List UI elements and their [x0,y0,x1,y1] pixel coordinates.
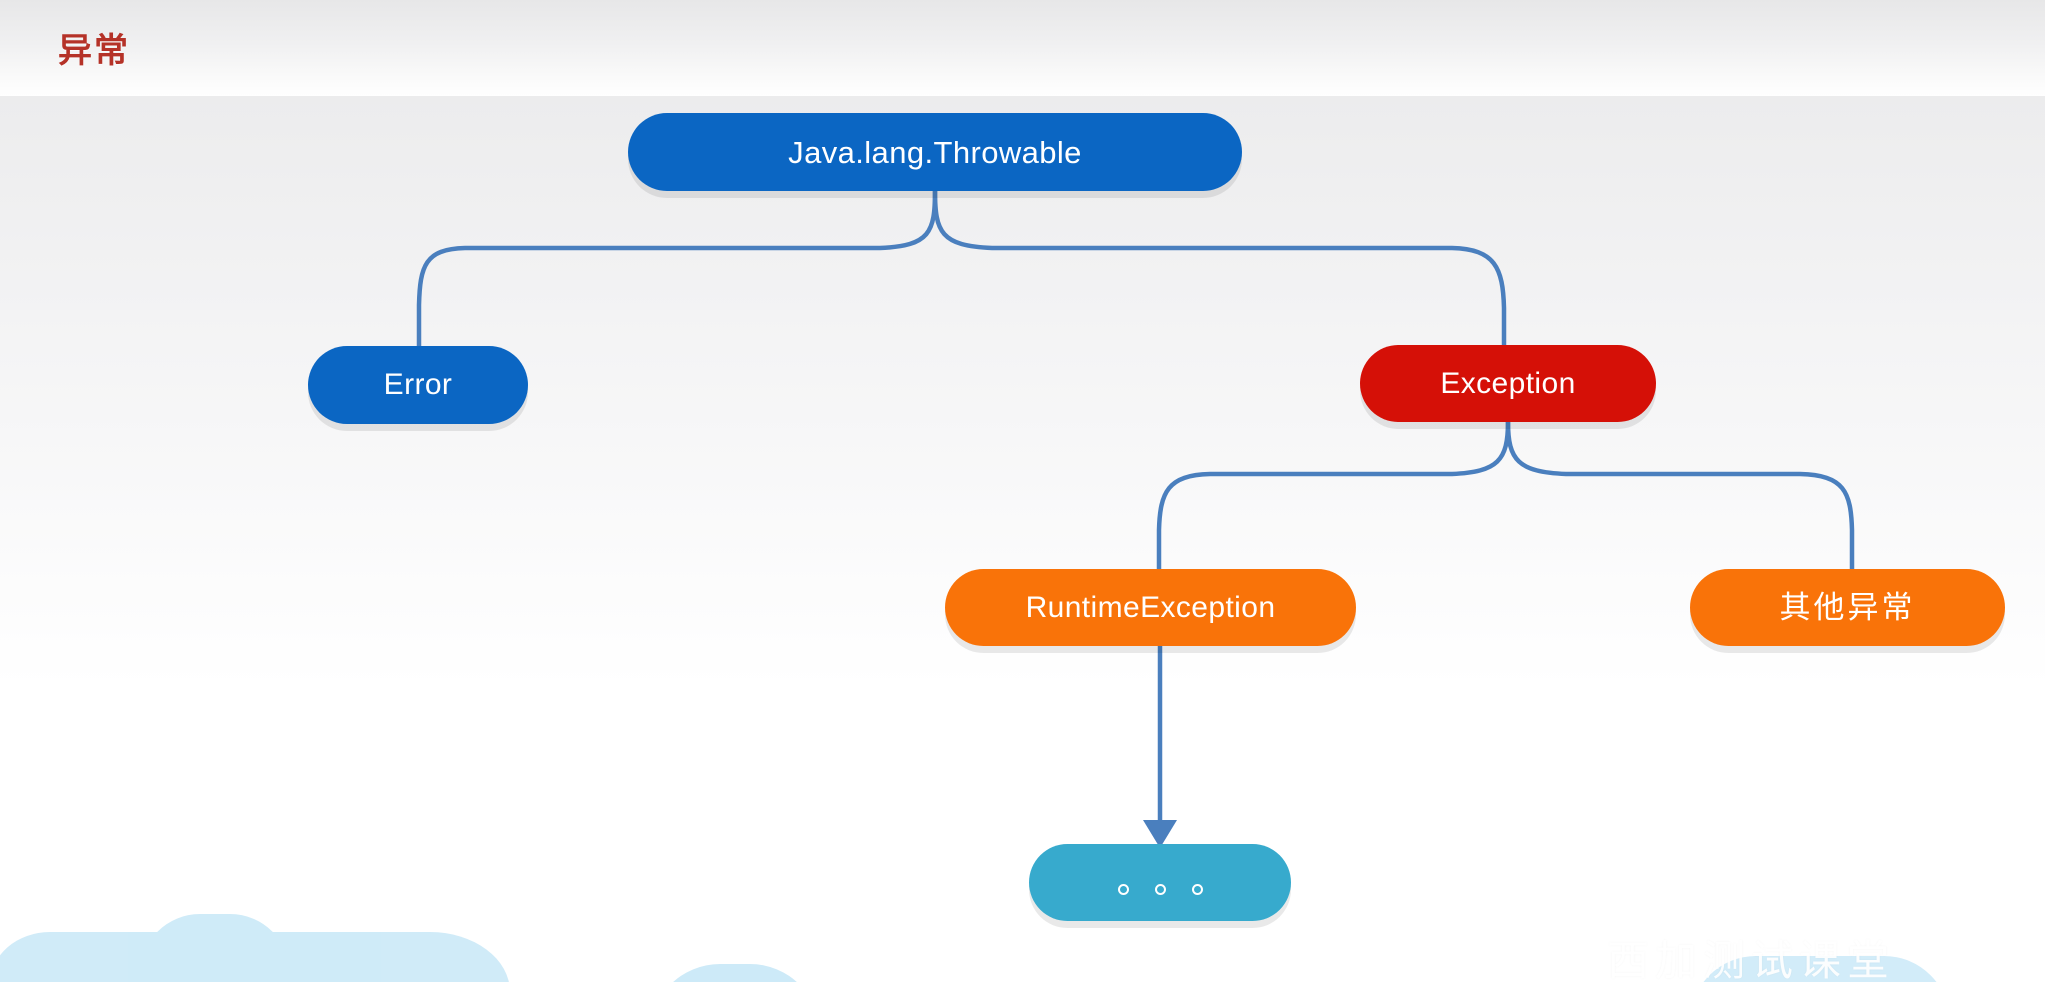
node-throwable-label: Java.lang.Throwable [788,134,1082,170]
node-runtimeexception-label: RuntimeException [1025,590,1276,624]
edge-throwable-exception [932,188,1507,348]
decorative-cloud-left [0,914,510,982]
node-throwable[interactable]: Java.lang.Throwable [628,113,1242,191]
edge-exception-other [1505,419,1855,572]
decorative-cloud-right [1690,956,1950,982]
decorative-cloud-middle [650,964,820,982]
edge-exception-runtimeexception [1156,419,1511,572]
page-title: 异常 [58,32,130,70]
dot-ring-icon [1154,884,1166,895]
node-other-exceptions[interactable]: 其他异常 [1690,569,2005,646]
node-error[interactable]: Error [308,346,528,424]
edge-throwable-error [416,188,938,349]
watermark-text: 西加测试课堂 [1606,937,1895,982]
three-dots-icon [1117,884,1203,895]
dot-ring-icon [1117,884,1129,895]
node-exception[interactable]: Exception [1360,345,1656,422]
node-runtimeexception[interactable]: RuntimeException [945,569,1356,646]
node-other-exceptions-label: 其他异常 [1779,590,1916,625]
node-error-label: Error [383,368,453,401]
dot-ring-icon [1191,884,1203,895]
node-ellipsis[interactable] [1029,844,1291,921]
node-exception-label: Exception [1440,366,1576,400]
bilibili-tv-logo-icon [1909,831,1989,926]
header-band [0,0,2045,96]
